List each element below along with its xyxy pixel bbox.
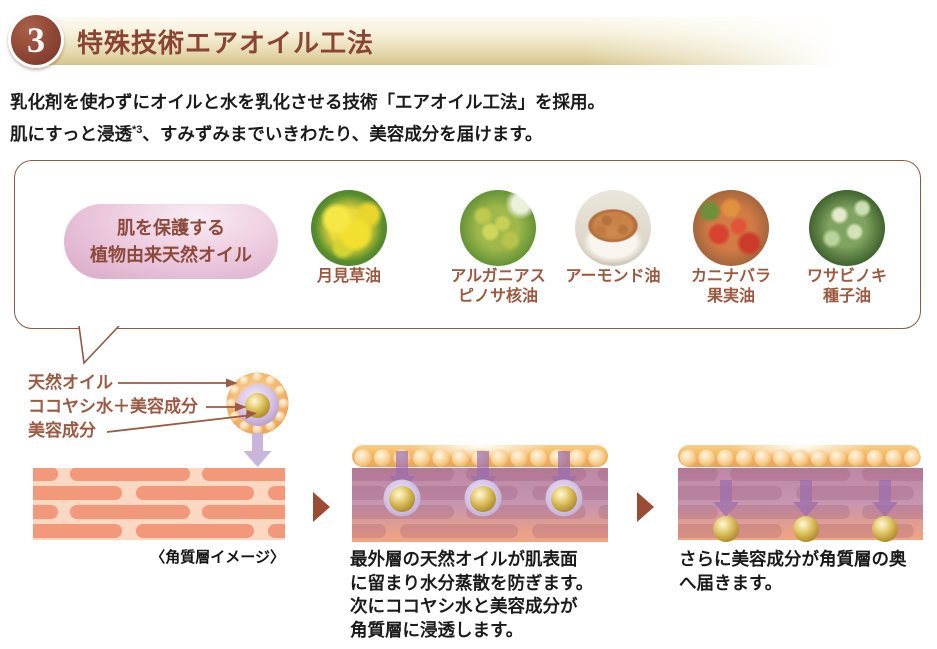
step-arrow-2 — [637, 492, 654, 522]
footnote-marker: *3 — [131, 124, 143, 136]
oil-label-rosehip: カニナバラ 果実油 — [690, 268, 771, 305]
oil-label-moringa: ワサビノキ 種子油 — [806, 268, 887, 305]
skin-block-step1 — [33, 468, 285, 540]
capsule-down-arrow — [243, 433, 272, 467]
oils-pill-label: 肌を保護する 植物由来天然オイル — [64, 204, 278, 279]
label-connector-arrowheads — [226, 378, 257, 420]
section-title: 特殊技術エアオイル工法 — [77, 28, 375, 58]
oil-label-evening-primrose: 月見草油 — [316, 268, 381, 285]
moringa-leaves-photo — [809, 190, 885, 266]
step3-description: さらに美容成分が角質層の奥 へ届きます。 — [679, 549, 907, 593]
band-fade-overlay — [30, 17, 845, 65]
natural-oils-box: 肌を保護する 植物由来天然オイル 月見草油 アルガニアス ピノサ核油 アーモンド… — [14, 160, 921, 365]
evening-primrose-flower-photo — [311, 190, 387, 266]
intro-line-1: 乳化剤を使わずにオイルと水を乳化させる技術「エアオイル工法」を採用。 — [10, 92, 605, 112]
rosehip-fruit-photo — [693, 190, 769, 266]
oil-label-argania: アルガニアス ピノサ核油 — [450, 268, 546, 305]
capsule-label-beauty-ingredient: 美容成分 — [28, 421, 96, 440]
capsule-label-coconut-water: ココヤシ水＋美容成分 — [28, 397, 198, 416]
oil-label-almond: アーモンド油 — [565, 268, 661, 285]
intro-paragraph: 乳化剤を使わずにオイルと水を乳化させる技術「エアオイル工法」を採用。 肌にすっと… — [10, 88, 605, 148]
penetration-arrows-step3 — [713, 480, 898, 517]
section-header-band: 特殊技術エアオイル工法 — [30, 17, 845, 65]
section-number: 3 — [11, 15, 61, 65]
skin-block-step2 — [352, 435, 608, 542]
air-oil-process-diagram: 天然オイル ココヤシ水＋美容成分 美容成分 〈角質層イメージ〉 最外層の天然オイ… — [0, 330, 937, 649]
stratum-corneum-caption: 〈角質層イメージ〉 — [150, 549, 285, 566]
skin-block-step3 — [678, 435, 923, 542]
beauty-ingredient-capsules-step2 — [383, 479, 583, 517]
process-diagram-graphics — [33, 372, 923, 542]
argania-spinosa-fruit-photo — [460, 190, 536, 266]
capsule-oil-beads — [226, 372, 289, 435]
step-arrow-1 — [313, 492, 330, 522]
almonds-bowl-photo — [575, 190, 651, 266]
intro-line-2: 肌にすっと浸透*3、すみずみまでいきわたり、美容成分を届けます。 — [10, 123, 543, 144]
label-connector-lines — [106, 382, 249, 433]
beauty-ingredient-balls-step3 — [713, 516, 898, 542]
section-number-badge: 3 — [8, 12, 64, 68]
callout-tail — [78, 326, 120, 365]
oil-bead-row-step3 — [679, 449, 921, 467]
capsule-label-natural-oil: 天然オイル — [28, 373, 113, 392]
step2-description: 最外層の天然オイルが肌表面 に留まり水分蒸散を防ぎます。 次にココヤシ水と美容成… — [350, 549, 594, 640]
